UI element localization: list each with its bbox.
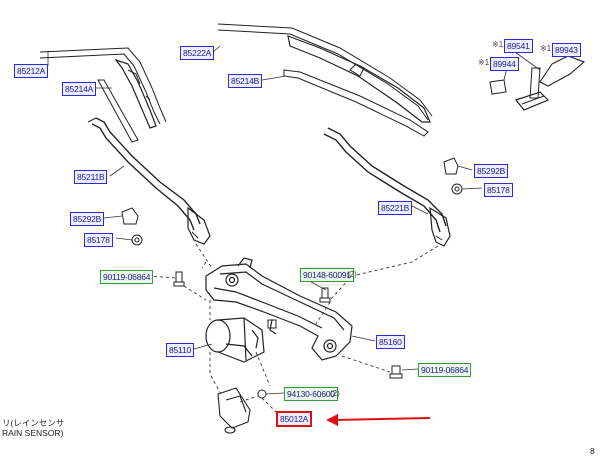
right-pivot-cap <box>443 157 459 175</box>
corner-mark: 8 <box>590 446 595 456</box>
right-wiper-arm <box>323 127 451 247</box>
wiper-motor <box>205 317 265 363</box>
label-85292B-right[interactable]: 85292B <box>474 164 509 178</box>
label-85222A[interactable]: 85222A <box>180 46 215 60</box>
rain-sensor-bracket <box>217 387 251 434</box>
left-pivot-nut <box>131 234 143 246</box>
left-bolt-90119 <box>173 271 185 287</box>
nut-94130 <box>257 389 267 399</box>
label-85221B[interactable]: 85221B <box>378 201 413 215</box>
note-rain-sensor-en: RAIN SENSOR) <box>2 428 64 438</box>
mark-89944: ※1 <box>478 58 490 67</box>
left-pivot-cap <box>121 207 139 225</box>
note-rain-sensor-jp: リ(レインセンサ <box>2 418 65 428</box>
left-wiper-arm <box>87 117 211 245</box>
label-90119-06864-left[interactable]: 90119-06864 <box>100 270 154 284</box>
label-89541[interactable]: 89541 <box>504 39 533 53</box>
label-89943[interactable]: 89943 <box>552 43 581 57</box>
label-90119-06864-right[interactable]: 90119-06864 <box>418 363 472 377</box>
label-89944[interactable]: 89944 <box>490 57 519 71</box>
qty-94130: (2) <box>330 389 340 398</box>
label-85214B[interactable]: 85214B <box>228 74 263 88</box>
label-85292B-left[interactable]: 85292B <box>70 212 105 226</box>
label-85212A[interactable]: 85212A <box>14 64 49 78</box>
wiper-linkage <box>205 257 353 361</box>
label-85012A-highlighted[interactable]: 85012A <box>276 411 313 427</box>
label-94130-60600[interactable]: 94130-60600 <box>284 387 338 401</box>
highlight-arrow <box>326 414 431 426</box>
mark-89541: ※1 <box>492 40 504 49</box>
label-85110[interactable]: 85110 <box>166 343 195 357</box>
right-pivot-nut <box>451 183 463 195</box>
label-85160[interactable]: 85160 <box>376 335 405 349</box>
left-wiper-blade <box>39 47 167 143</box>
label-85178-right[interactable]: 85178 <box>484 183 513 197</box>
label-85214A[interactable]: 85214A <box>62 82 97 96</box>
mark-89943: ※1 <box>540 44 552 53</box>
label-85211B[interactable]: 85211B <box>74 170 108 184</box>
bolt-90148 <box>319 287 331 303</box>
right-wiper-blade <box>217 23 433 137</box>
label-85178-left[interactable]: 85178 <box>84 233 113 247</box>
label-90148-60091[interactable]: 90148-60091 <box>300 268 354 282</box>
qty-90148: (2) <box>347 270 357 279</box>
right-bolt-90119 <box>389 365 403 379</box>
